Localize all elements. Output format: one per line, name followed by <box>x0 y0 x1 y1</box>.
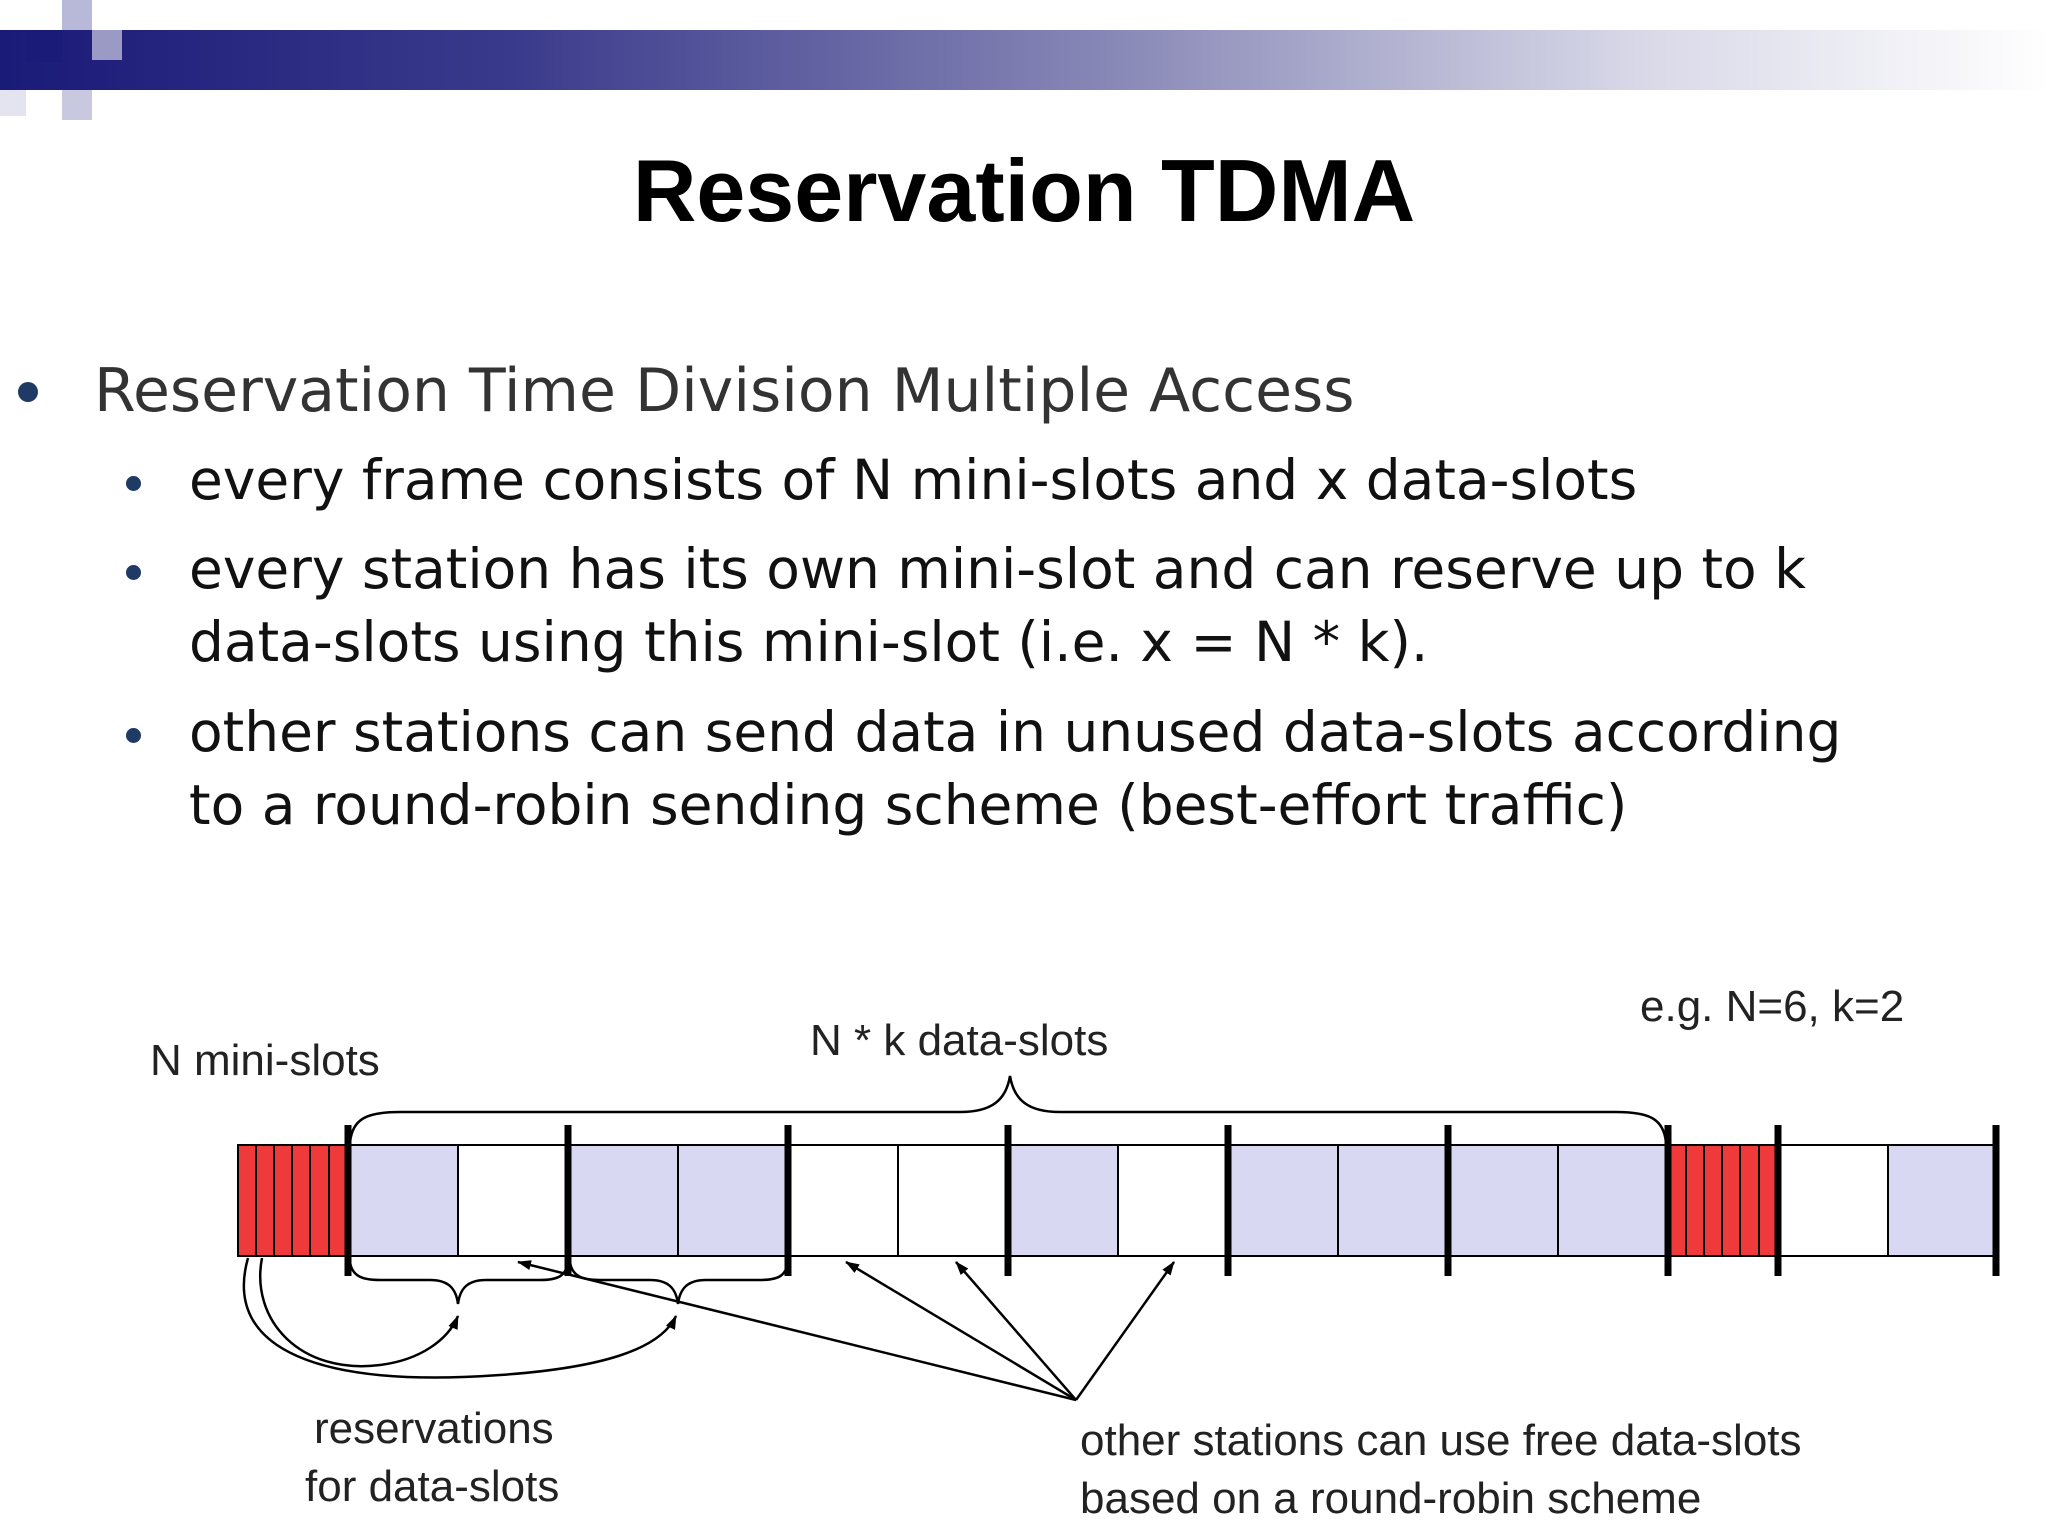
label-example: e.g. N=6, k=2 <box>1640 982 1905 1031</box>
bullet-sub-3-line-1: other stations can send data in unused d… <box>189 700 1842 764</box>
label-reservations-line-2: for data-slots <box>305 1462 560 1511</box>
logo-square <box>26 30 62 62</box>
mini-slot-dividers <box>1685 1145 1760 1256</box>
bullet-sub-1-line-1: every frame consists of N mini-slots and… <box>189 448 1638 512</box>
data-slot-reserved <box>348 1145 458 1256</box>
data-slot-reserved <box>1888 1145 1996 1256</box>
station-group-separators <box>344 1125 2000 1276</box>
data-slot-reserved <box>1448 1145 1558 1256</box>
label-reservations-line-1: reservations <box>314 1404 554 1453</box>
data-slot-free <box>788 1145 898 1256</box>
bullet-sub-2-line-1: every station has its own mini-slot and … <box>189 537 1807 601</box>
logo-square <box>62 0 92 30</box>
data-slots-brace <box>348 1075 1668 1144</box>
data-slot-reserved <box>678 1145 788 1256</box>
data-slot-free <box>1778 1145 1888 1256</box>
data-slot-free <box>1118 1145 1228 1256</box>
data-slot-reserved <box>568 1145 678 1256</box>
logo-square <box>92 30 122 60</box>
frame-outline <box>238 1144 1996 1257</box>
bullet-dot <box>126 728 141 743</box>
reservation-brace <box>348 1261 570 1305</box>
data-slot-reserved <box>1338 1145 1448 1256</box>
bullet-dot <box>126 565 141 580</box>
mini-slot-dividers <box>255 1145 330 1256</box>
data-slot-reserved <box>1008 1145 1118 1256</box>
logo-square <box>62 90 92 120</box>
reservation-arrow <box>242 1257 678 1379</box>
bullet-dot <box>18 382 38 402</box>
header-bar <box>0 30 2048 90</box>
label-free-slots-line-1: other stations can use free data-slots <box>1080 1416 1802 1465</box>
label-data-slots: N * k data-slots <box>810 1016 1109 1065</box>
logo-square <box>0 90 26 116</box>
data-slot-reserved <box>1558 1145 1668 1256</box>
bullet-dot <box>126 476 141 491</box>
reservation-arrow <box>259 1257 460 1368</box>
free-slot-arrows <box>517 1260 1176 1402</box>
data-slot-reserved <box>1228 1145 1338 1256</box>
bullet-sub-3-line-2: to a round-robin sending scheme (best-ef… <box>189 773 1628 837</box>
bullet-sub-2-line-2: data-slots using this mini-slot (i.e. x … <box>189 610 1429 674</box>
label-mini-slots: N mini-slots <box>150 1036 380 1085</box>
page-title: Reservation TDMA <box>632 141 1416 240</box>
data-slot-free <box>898 1145 1008 1256</box>
data-slot-free <box>458 1145 568 1256</box>
bullet-main: Reservation Time Division Multiple Acces… <box>94 356 1355 426</box>
label-free-slots-line-2: based on a round-robin scheme <box>1080 1474 1702 1523</box>
